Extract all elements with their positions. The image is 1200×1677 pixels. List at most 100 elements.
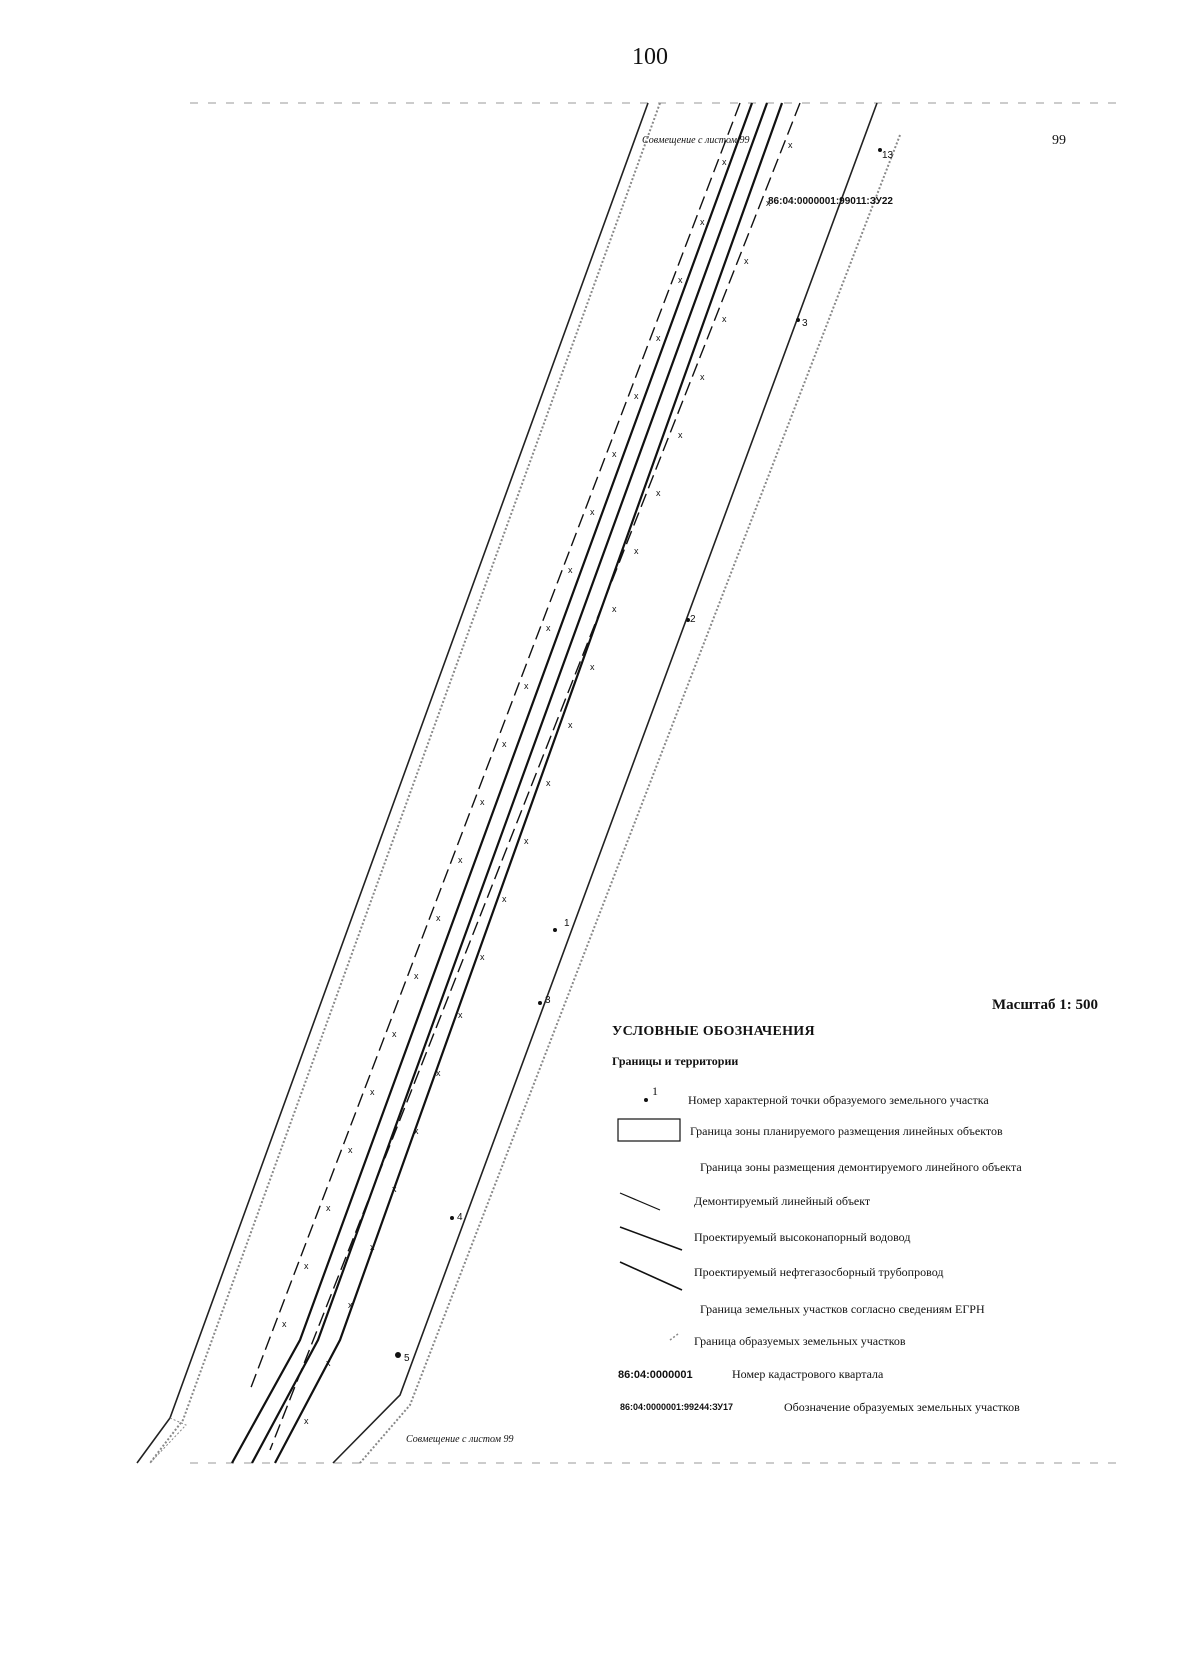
svg-text:x: x (678, 275, 683, 285)
svg-text:x: x (722, 314, 727, 324)
legend-new-parcel-symbol (669, 1333, 679, 1341)
svg-text:x: x (436, 913, 441, 923)
svg-text:x: x (700, 217, 705, 227)
legend-item-demolished: Демонтируемый линейный объект (694, 1194, 871, 1208)
legend-item-point: Номер характерной точки образуемого земе… (688, 1093, 989, 1107)
parcel-left-boundary (149, 102, 661, 1464)
svg-text:x: x (634, 391, 639, 401)
characteristic-points (395, 148, 882, 1358)
match-sheet-label-top: Совмещение с листом 99 (642, 135, 750, 146)
svg-text:x: x (502, 739, 507, 749)
svg-text:x: x (634, 546, 639, 556)
legend-demolished-symbol (619, 1192, 661, 1211)
legend-zone-symbol (617, 1118, 681, 1142)
svg-text:x: x (612, 449, 617, 459)
pipeline-line-1 (231, 102, 754, 1464)
legend-water-pipe-symbol (619, 1226, 683, 1251)
parcel-right-boundary (359, 134, 901, 1464)
svg-text:x: x (282, 1319, 287, 1329)
demolished-object-left (249, 102, 741, 1391)
sheet-number: 99 (1052, 133, 1066, 148)
svg-text:x: x (788, 140, 793, 150)
demolished-x-markers-right: x x x x x x x x x x x x x x x x x x x x x x x (304, 140, 793, 1426)
svg-text:x: x (304, 1416, 309, 1426)
demolished-object-right (269, 102, 801, 1451)
svg-text:x: x (612, 604, 617, 614)
svg-text:x: x (326, 1203, 331, 1213)
point-5 (395, 1352, 401, 1358)
svg-text:x: x (656, 488, 661, 498)
legend-parcel-code: 86:04:0000001:99244:ЗУ17 (620, 1402, 733, 1412)
map-parcel-label: 86:04:0000001:99011:ЗУ22 (768, 196, 893, 207)
page-number: 100 (632, 44, 668, 70)
svg-text:x: x (590, 507, 595, 517)
svg-text:x: x (502, 894, 507, 904)
legend-oil-pipe-symbol (619, 1261, 683, 1291)
point-2 (686, 618, 690, 622)
legend-item-new-parcel: Граница образуемых земельных участков (694, 1334, 906, 1348)
zone-right-boundary (332, 102, 878, 1464)
point-label-3: 3 (545, 995, 551, 1006)
svg-text:x: x (458, 1010, 463, 1020)
zone-left-boundary (136, 102, 649, 1464)
legend-item-egrn: Граница земельных участков согласно свед… (700, 1302, 985, 1316)
demolished-x-markers-left: x x x x x x x x x x x x x x x x x x x x x (282, 157, 727, 1329)
svg-text:x: x (546, 778, 551, 788)
svg-text:x: x (414, 1126, 419, 1136)
point-upper (796, 318, 800, 322)
svg-text:x: x (568, 565, 573, 575)
svg-text:x: x (568, 720, 573, 730)
legend-item-demolish-zone: Граница зоны размещения демонтируемого л… (700, 1160, 1022, 1174)
point-3 (538, 1001, 542, 1005)
svg-text:x: x (700, 372, 705, 382)
svg-text:x: x (370, 1242, 375, 1252)
point-label-upper: 3 (802, 318, 808, 329)
svg-text:x: x (722, 157, 727, 167)
svg-text:x: x (348, 1300, 353, 1310)
svg-text:x: x (524, 681, 529, 691)
zone-left-bottom-corner (149, 1417, 187, 1464)
legend-cadastral-label: Номер кадастрового квартала (732, 1367, 884, 1381)
point-label-2: 2 (690, 614, 696, 625)
svg-text:x: x (392, 1184, 397, 1194)
pipeline-line-2 (251, 102, 769, 1464)
svg-text:x: x (304, 1261, 309, 1271)
svg-text:x: x (436, 1068, 441, 1078)
legend-parcel-label: Обозначение образуемых земельных участко… (784, 1400, 1020, 1414)
svg-text:x: x (414, 971, 419, 981)
point-1 (553, 928, 557, 932)
svg-text:x: x (546, 623, 551, 633)
legend-symbols (617, 1098, 683, 1341)
svg-text:x: x (656, 333, 661, 343)
legend-item-zone: Граница зоны планируемого размещения лин… (690, 1124, 1003, 1138)
match-sheet-label-bottom: Совмещение с листом 99 (406, 1434, 514, 1445)
svg-text:x: x (458, 855, 463, 865)
svg-text:x: x (766, 198, 771, 208)
svg-text:x: x (744, 256, 749, 266)
point-13 (878, 148, 882, 152)
legend-item-oil-pipe: Проектируемый нефтегазосборный трубопров… (694, 1265, 944, 1279)
legend-point-number: 1 (652, 1084, 658, 1098)
svg-text:x: x (392, 1029, 397, 1039)
map-scale: Масштаб 1: 500 (992, 997, 1099, 1013)
svg-text:x: x (524, 836, 529, 846)
point-4 (450, 1216, 454, 1220)
point-label-5: 5 (404, 1353, 410, 1364)
legend-item-water-pipe: Проектируемый высоконапорный водовод (694, 1230, 911, 1244)
svg-text:x: x (590, 662, 595, 672)
svg-text:x: x (370, 1087, 375, 1097)
svg-text:x: x (480, 797, 485, 807)
svg-text:x: x (678, 430, 683, 440)
legend-cadastral-code: 86:04:0000001 (618, 1369, 693, 1381)
point-label-13: 13 (882, 150, 894, 161)
point-label-4: 4 (457, 1212, 463, 1223)
pipeline-line-3 (274, 102, 784, 1464)
svg-text:x: x (480, 952, 485, 962)
legend-subtitle: Границы и территории (612, 1054, 739, 1068)
point-label-1: 1 (564, 918, 570, 929)
legend-point-symbol (644, 1098, 648, 1102)
svg-text:x: x (348, 1145, 353, 1155)
legend-title: УСЛОВНЫЕ ОБОЗНАЧЕНИЯ (612, 1024, 815, 1039)
svg-text:x: x (326, 1358, 331, 1368)
